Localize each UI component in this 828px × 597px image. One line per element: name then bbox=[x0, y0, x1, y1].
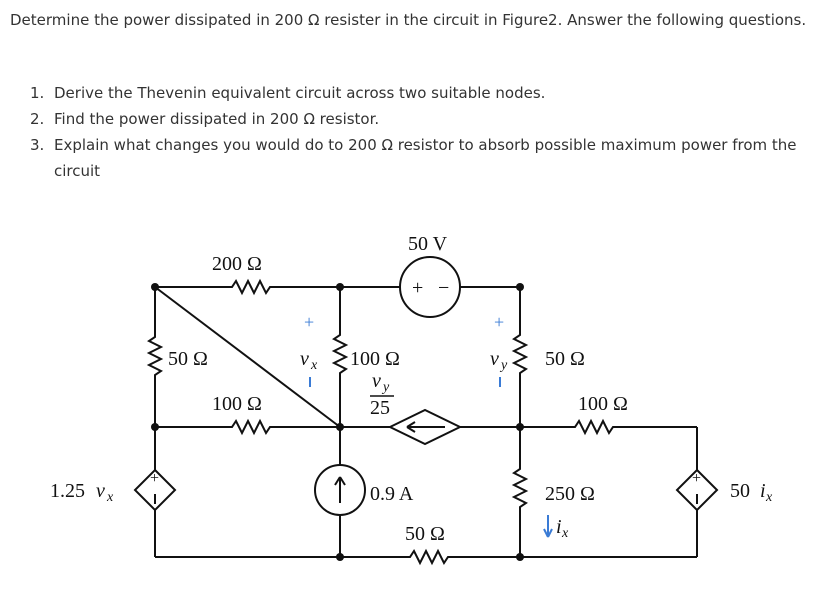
question-item: 2. Find the power dissipated in 200 Ω re… bbox=[30, 106, 820, 132]
r-right-bottom-label: 250 Ω bbox=[545, 483, 595, 505]
question-text: Derive the Thevenin equivalent circuit a… bbox=[54, 84, 546, 102]
ix-arrow-icon bbox=[543, 515, 553, 538]
dep-left-plus: + bbox=[150, 470, 159, 487]
question-text: Explain what changes you would do to 200… bbox=[54, 136, 797, 180]
r-center-label: 100 Ω bbox=[350, 348, 400, 370]
dependent-voltage-source-left-icon bbox=[133, 468, 177, 512]
vy-var: v bbox=[490, 348, 499, 370]
dep-right-plus: + bbox=[692, 470, 701, 487]
circuit-nodes bbox=[151, 283, 524, 561]
question-number: 2. bbox=[30, 110, 45, 128]
r-right-top-label: 50 Ω bbox=[545, 348, 585, 370]
vx-var-sub: x bbox=[310, 358, 318, 373]
source-minus: − bbox=[438, 277, 449, 299]
question-list: 1. Derive the Thevenin equivalent circui… bbox=[30, 80, 820, 184]
question-item: 1. Derive the Thevenin equivalent circui… bbox=[30, 80, 820, 106]
question-number: 1. bbox=[30, 84, 45, 102]
question-item: 3. Explain what changes you would do to … bbox=[30, 132, 820, 184]
voltage-source-icon bbox=[399, 256, 461, 318]
i-source-label: 0.9 A bbox=[370, 483, 414, 505]
frac-num: v bbox=[372, 370, 381, 392]
frac-num-sub: y bbox=[381, 380, 390, 395]
dependent-voltage-source-right-icon bbox=[675, 468, 719, 512]
dep-left-var: v bbox=[96, 480, 105, 502]
r-bottom-label: 50 Ω bbox=[405, 523, 445, 545]
dep-left-coef: 1.25 bbox=[50, 480, 85, 502]
circuit-diagram: + − + + 200 Ω 50 Ω 100 Ω 100 Ω 50 V 50 Ω… bbox=[50, 233, 773, 566]
frac-den: 25 bbox=[370, 397, 390, 419]
problem-intro: Determine the power dissipated in 200 Ω … bbox=[10, 11, 807, 29]
question-number: 3. bbox=[30, 136, 45, 154]
ix-var: i bbox=[556, 516, 562, 538]
source-plus: + bbox=[412, 277, 423, 299]
dep-right-var: i bbox=[760, 480, 766, 502]
question-text: Find the power dissipated in 200 Ω resis… bbox=[54, 110, 380, 128]
r-left-label: 50 Ω bbox=[168, 348, 208, 370]
dep-left-var-sub: x bbox=[106, 490, 114, 505]
arrow-left-icon bbox=[406, 421, 445, 433]
vy-plus: + bbox=[494, 312, 504, 332]
r-mid-left-label: 100 Ω bbox=[212, 393, 262, 415]
circuit-wires bbox=[146, 278, 698, 566]
v-source-label: 50 V bbox=[408, 233, 448, 255]
vy-var-sub: y bbox=[499, 358, 508, 373]
r-right-mid-label: 100 Ω bbox=[578, 393, 628, 415]
dep-right-coef: 50 bbox=[730, 480, 750, 502]
dep-right-var-sub: x bbox=[765, 490, 773, 505]
vx-var: v bbox=[300, 348, 309, 370]
vx-plus: + bbox=[304, 312, 314, 332]
ix-var-sub: x bbox=[561, 526, 569, 541]
r-top-label: 200 Ω bbox=[212, 253, 262, 275]
arrow-up-icon bbox=[334, 476, 346, 503]
